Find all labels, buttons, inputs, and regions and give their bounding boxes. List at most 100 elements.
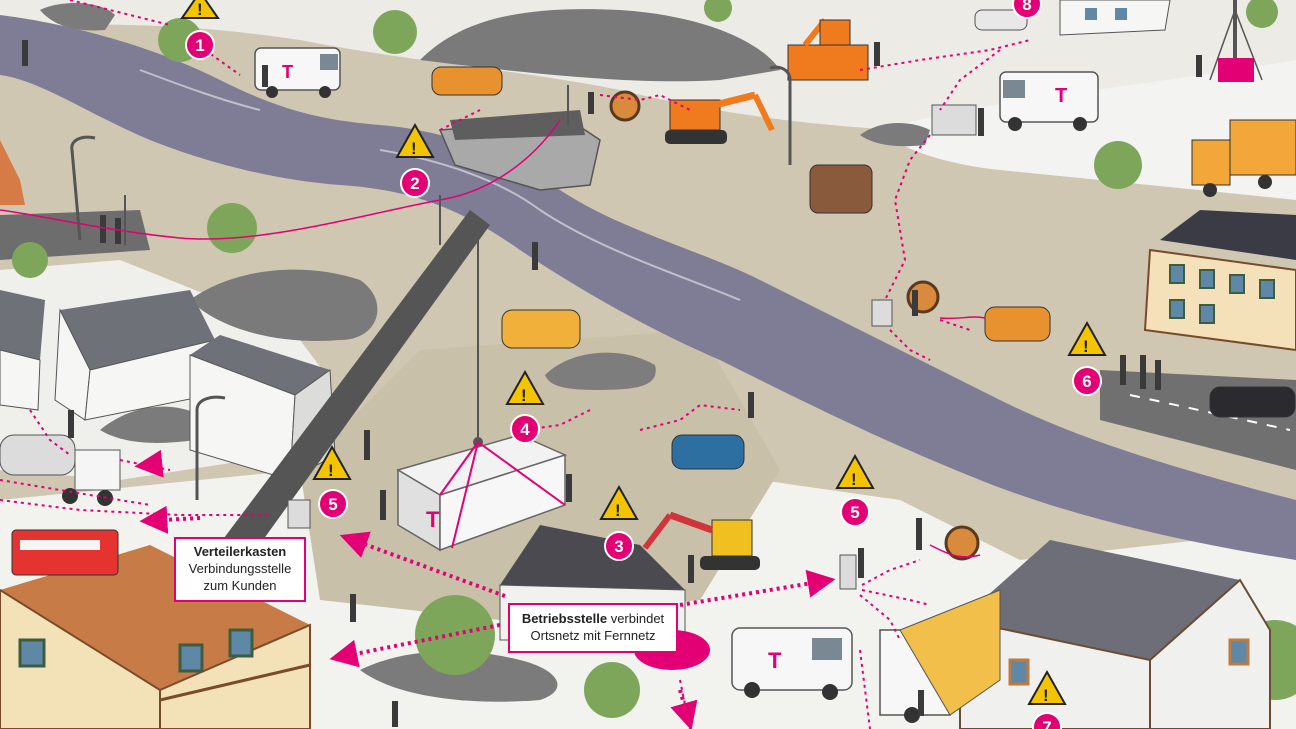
- warning-triangle: !: [1027, 669, 1067, 705]
- callout-line: Verbindungsstelle: [188, 561, 292, 576]
- svg-text:!: !: [1083, 337, 1089, 356]
- svg-text:4: 4: [520, 420, 530, 439]
- house-roof-small: [0, 140, 25, 205]
- warning-triangle: !: [1067, 320, 1107, 356]
- cable-arrows: [134, 449, 836, 729]
- mobile-mast: [1209, 0, 1263, 82]
- cable-poles: [124, 85, 569, 245]
- svg-text:5: 5: [850, 503, 859, 522]
- excavator-top-right: [787, 18, 869, 81]
- river-highlight: [379, 149, 741, 301]
- telekom-van-top: T: [254, 47, 341, 98]
- warning-triangle: !: [180, 0, 220, 19]
- cable-lines: [0, 119, 986, 558]
- tree: [207, 203, 257, 253]
- svg-text:!: !: [197, 0, 203, 19]
- tree: [373, 10, 417, 54]
- callout-line: Ortsnetz mit Fernnetz: [530, 628, 656, 643]
- svg-text:5: 5: [328, 495, 337, 514]
- svg-text:!: !: [328, 461, 334, 480]
- house-top-right: [1059, 0, 1171, 36]
- svg-text:!: !: [411, 139, 417, 158]
- tree: [12, 242, 48, 278]
- svg-text:7: 7: [1042, 718, 1051, 729]
- car-yellow-bus: [501, 309, 581, 349]
- warning-triangle: !: [835, 453, 875, 489]
- marker-2: 2: [400, 168, 430, 198]
- cable-drum: [609, 90, 641, 122]
- fire-truck: [11, 529, 119, 576]
- telekom-logo: T: [1055, 85, 1067, 107]
- marker-4: 4: [510, 414, 540, 444]
- timbered-house-bottom-right: [959, 540, 1271, 729]
- warning-triangle: !: [599, 484, 639, 520]
- callout-title: Verteilerkasten: [193, 544, 287, 559]
- cable-routes: [0, 0, 1031, 729]
- svg-text:!: !: [851, 470, 857, 489]
- svg-text:!: !: [615, 501, 621, 520]
- callout-verteilerkasten: Verteilerkasten Verbindungsstelle zum Ku…: [174, 537, 306, 602]
- marker-5-left: 5: [318, 489, 348, 519]
- tree: [415, 595, 495, 675]
- rubble-pile: [545, 352, 656, 390]
- marker-5-right: 5: [840, 497, 870, 527]
- svg-text:6: 6: [1082, 372, 1091, 391]
- timbered-house-right: [1143, 210, 1296, 352]
- callout-title: Betriebsstelle: [521, 611, 608, 626]
- rubble-pile: [190, 269, 378, 341]
- marker-7: 7: [1032, 712, 1062, 729]
- car-orange-right: [984, 306, 1051, 342]
- truck-yellow-bottom: [879, 589, 1001, 723]
- telekom-container: T: [396, 434, 568, 552]
- street-lamp: [70, 135, 96, 241]
- tree: [1094, 141, 1142, 189]
- callout-line: zum Kunden: [203, 578, 277, 593]
- cable-drum: [944, 525, 980, 561]
- telekom-van-right: T: [999, 71, 1099, 131]
- car-blue: [671, 434, 745, 470]
- house-left-edge: [0, 290, 45, 411]
- rubble-pile: [360, 651, 558, 702]
- distribution-box: [871, 299, 893, 327]
- tree: [704, 0, 732, 22]
- marker-3: 3: [604, 531, 634, 561]
- car-brown-suv: [809, 164, 873, 214]
- street-lamp: [769, 65, 792, 165]
- warning-triangle: !: [395, 122, 435, 158]
- road-marking: [1129, 394, 1291, 431]
- tree: [1246, 0, 1278, 28]
- timbered-house-bottom-left: [0, 545, 311, 729]
- warning-triangle: !: [312, 444, 352, 480]
- people: [22, 40, 1202, 727]
- svg-text:1: 1: [195, 36, 204, 55]
- river: [0, 15, 1296, 560]
- car-orange: [431, 66, 503, 96]
- telekom-logo: T: [282, 62, 293, 82]
- house-tilted-left: [54, 290, 216, 421]
- rubble-pile: [420, 9, 780, 82]
- truck-orange: [1191, 119, 1296, 197]
- distribution-box: [287, 499, 311, 529]
- marker-6: 6: [1072, 366, 1102, 396]
- car-white-top: [974, 9, 1028, 31]
- distribution-box: [839, 554, 857, 590]
- svg-text:!: !: [521, 386, 527, 405]
- rubble-pile: [860, 123, 930, 147]
- excavator-bottom: [642, 511, 760, 570]
- distribution-box: [931, 104, 977, 136]
- river-highlight: [139, 69, 261, 111]
- callout-betriebsstelle: Betriebsstelle verbindet Ortsnetz mit Fe…: [508, 603, 678, 653]
- car-black: [1209, 386, 1296, 418]
- street-lamp: [195, 395, 226, 500]
- svg-text:2: 2: [410, 174, 419, 193]
- svg-text:3: 3: [614, 537, 623, 556]
- telekom-logo: T: [768, 648, 782, 673]
- svg-text:8: 8: [1022, 0, 1031, 14]
- warning-triangle: !: [505, 369, 545, 405]
- excavator-top: [665, 91, 775, 144]
- marker-8: 8: [1012, 0, 1042, 19]
- rubble-pile: [100, 406, 200, 443]
- tree: [584, 662, 640, 718]
